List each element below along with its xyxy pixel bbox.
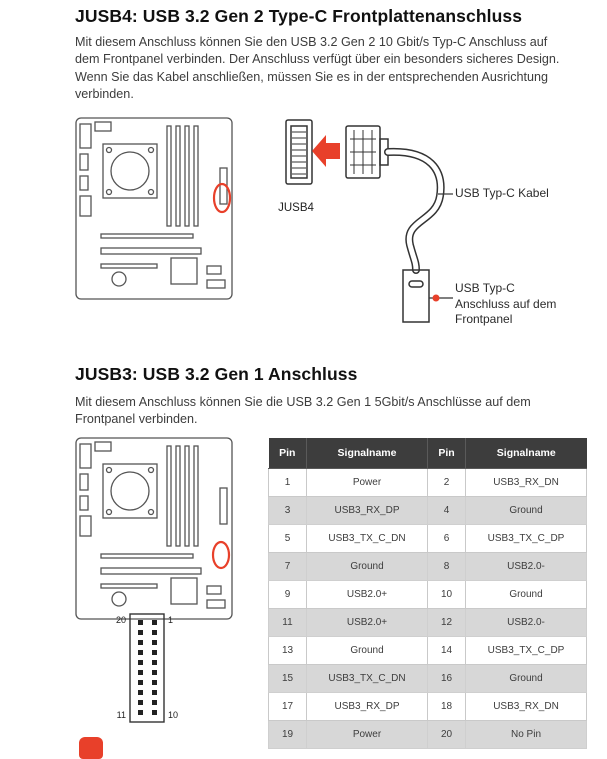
important-notice-icon (79, 737, 103, 759)
table-header-row: Pin Signalname Pin Signalname (268, 438, 587, 469)
table-cell: USB2.0+ (306, 580, 428, 609)
table-cell: Power (306, 720, 428, 749)
table-cell: USB3_RX_DN (465, 692, 587, 721)
table-cell: USB3_TX_C_DN (306, 524, 428, 553)
panel-label-pointer-dot (432, 294, 440, 302)
usb-cable (384, 147, 445, 274)
pin-number-bottom-right: 10 (168, 710, 178, 720)
table-cell: Ground (306, 552, 428, 581)
pin-header-diagram: 20 1 11 10 (116, 613, 178, 723)
section-title-jusb4: JUSB4: USB 3.2 Gen 2 Type-C Frontplatten… (75, 6, 523, 26)
table-cell: 17 (268, 692, 307, 721)
pin-number-top-right: 1 (168, 615, 173, 625)
table-cell: 12 (427, 608, 466, 637)
section-body-jusb3: Mit diesem Anschluss können Sie die USB … (75, 395, 531, 427)
table-cell: 19 (268, 720, 307, 749)
table-cell: USB3_TX_C_DP (465, 524, 587, 553)
table-cell: USB3_TX_C_DN (306, 664, 428, 693)
motherboard-diagram-jusb4 (75, 117, 233, 300)
col-header-signalname: Signalname (465, 438, 587, 469)
table-cell: 7 (268, 552, 307, 581)
pin-number-bottom-left: 11 (117, 710, 126, 720)
table-cell: No Pin (465, 720, 587, 749)
table-cell: 9 (268, 580, 307, 609)
col-header-pin: Pin (268, 438, 307, 469)
connector-highlight-circle (212, 182, 232, 214)
table-cell: Power (306, 468, 428, 497)
table-cell: Ground (465, 496, 587, 525)
table-cell: 11 (268, 608, 307, 637)
table-cell: 15 (268, 664, 307, 693)
usb-typec-cable-diagram: JUSB4 (278, 119, 453, 323)
table-cell: 2 (427, 468, 466, 497)
table-cell: USB2.0- (465, 552, 587, 581)
pin-squares (138, 620, 157, 715)
table-cell: 8 (427, 552, 466, 581)
table-cell: 10 (427, 580, 466, 609)
table-cell: 4 (427, 496, 466, 525)
table-cell: 1 (268, 468, 307, 497)
table-cell: USB2.0- (465, 608, 587, 637)
cable-label: USB Typ-C Kabel (455, 186, 549, 200)
table-cell: 13 (268, 636, 307, 665)
table-cell: Ground (465, 664, 587, 693)
jusb4-connector-label: JUSB4 (278, 202, 314, 214)
table-cell: 16 (427, 664, 466, 693)
front-panel-port (402, 269, 430, 323)
table-cell: USB3_RX_DP (306, 692, 428, 721)
table-cell: 14 (427, 636, 466, 665)
table-cell: 18 (427, 692, 466, 721)
cable-plug (345, 125, 389, 179)
table-cell: USB3_TX_C_DP (465, 636, 587, 665)
col-header-signalname: Signalname (306, 438, 428, 469)
col-header-pin: Pin (427, 438, 466, 469)
table-cell: USB2.0+ (306, 608, 428, 637)
table-cell: 3 (268, 496, 307, 525)
motherboard-diagram-jusb3 (75, 437, 233, 620)
section-body-jusb4: Mit diesem Anschluss können Sie den USB … (75, 35, 560, 102)
pin-number-top-left: 20 (116, 615, 126, 625)
jusb4-header-connector (285, 119, 313, 185)
table-cell: Ground (465, 580, 587, 609)
section-title-jusb3: JUSB3: USB 3.2 Gen 1 Anschluss (75, 364, 358, 384)
table-cell: 20 (427, 720, 466, 749)
table-cell: Ground (306, 636, 428, 665)
table-cell: USB3_RX_DN (465, 468, 587, 497)
connector-highlight-circle (211, 540, 231, 570)
insert-arrow-icon (312, 135, 340, 167)
table-cell: 6 (427, 524, 466, 553)
table-cell: USB3_RX_DP (306, 496, 428, 525)
front-panel-label: USB Typ-C Anschluss auf dem Frontpanel (455, 281, 557, 326)
table-cell: 5 (268, 524, 307, 553)
